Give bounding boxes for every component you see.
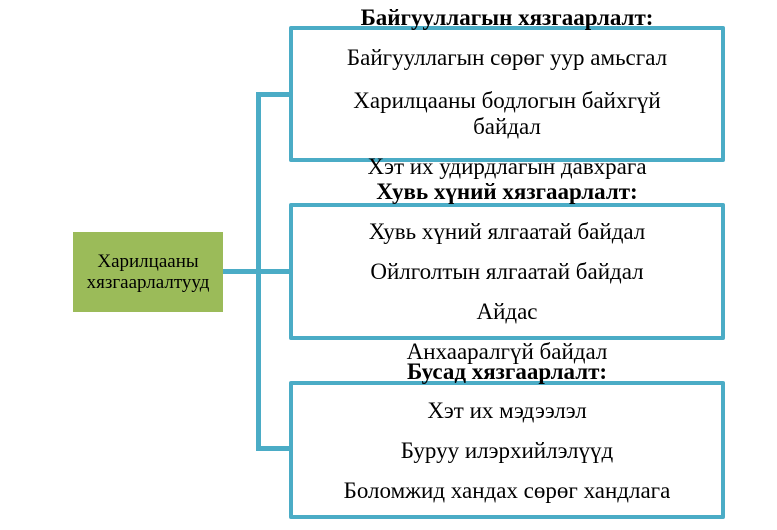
group-item: Хувь хүний ялгаатай байдал [368, 219, 646, 244]
group-box-other [289, 381, 725, 519]
group-item: Харилцааны бодлогын байхгүй [353, 88, 661, 113]
connector-branch-2 [256, 269, 292, 274]
group-item: Анхааралгүй байдал [406, 339, 608, 364]
group-item: Хэт их мэдээлэл [427, 398, 587, 423]
group-item: Боломжид хандах сөрөг хандлага [343, 478, 671, 503]
root-label-line1: Харилцааны [97, 251, 199, 272]
group-item: Ойлголтын ялгаатай байдал [370, 259, 644, 284]
connector-branch-3 [256, 446, 292, 451]
group-box-organizational [289, 26, 725, 162]
connector-root [223, 269, 260, 274]
group-title: Байгууллагын хязгаарлалт: [360, 5, 654, 30]
group-title: Бусад хязгаарлалт: [406, 359, 608, 384]
connector-branch-1 [256, 92, 292, 97]
group-item: Буруу илэрхийлэлүүд [400, 438, 614, 463]
group-item: Айдас [476, 299, 538, 324]
group-item: Байгууллагын сөрөг уур амьсгал [346, 45, 668, 70]
group-box-personal [289, 203, 725, 340]
group-title: Хувь хүний хязгаарлалт: [376, 179, 638, 204]
group-item: Хэт их удирдлагын давхрага [367, 154, 647, 179]
group-item: байдал [473, 114, 541, 139]
root-label-line2: хязгаарлалтууд [86, 272, 210, 293]
